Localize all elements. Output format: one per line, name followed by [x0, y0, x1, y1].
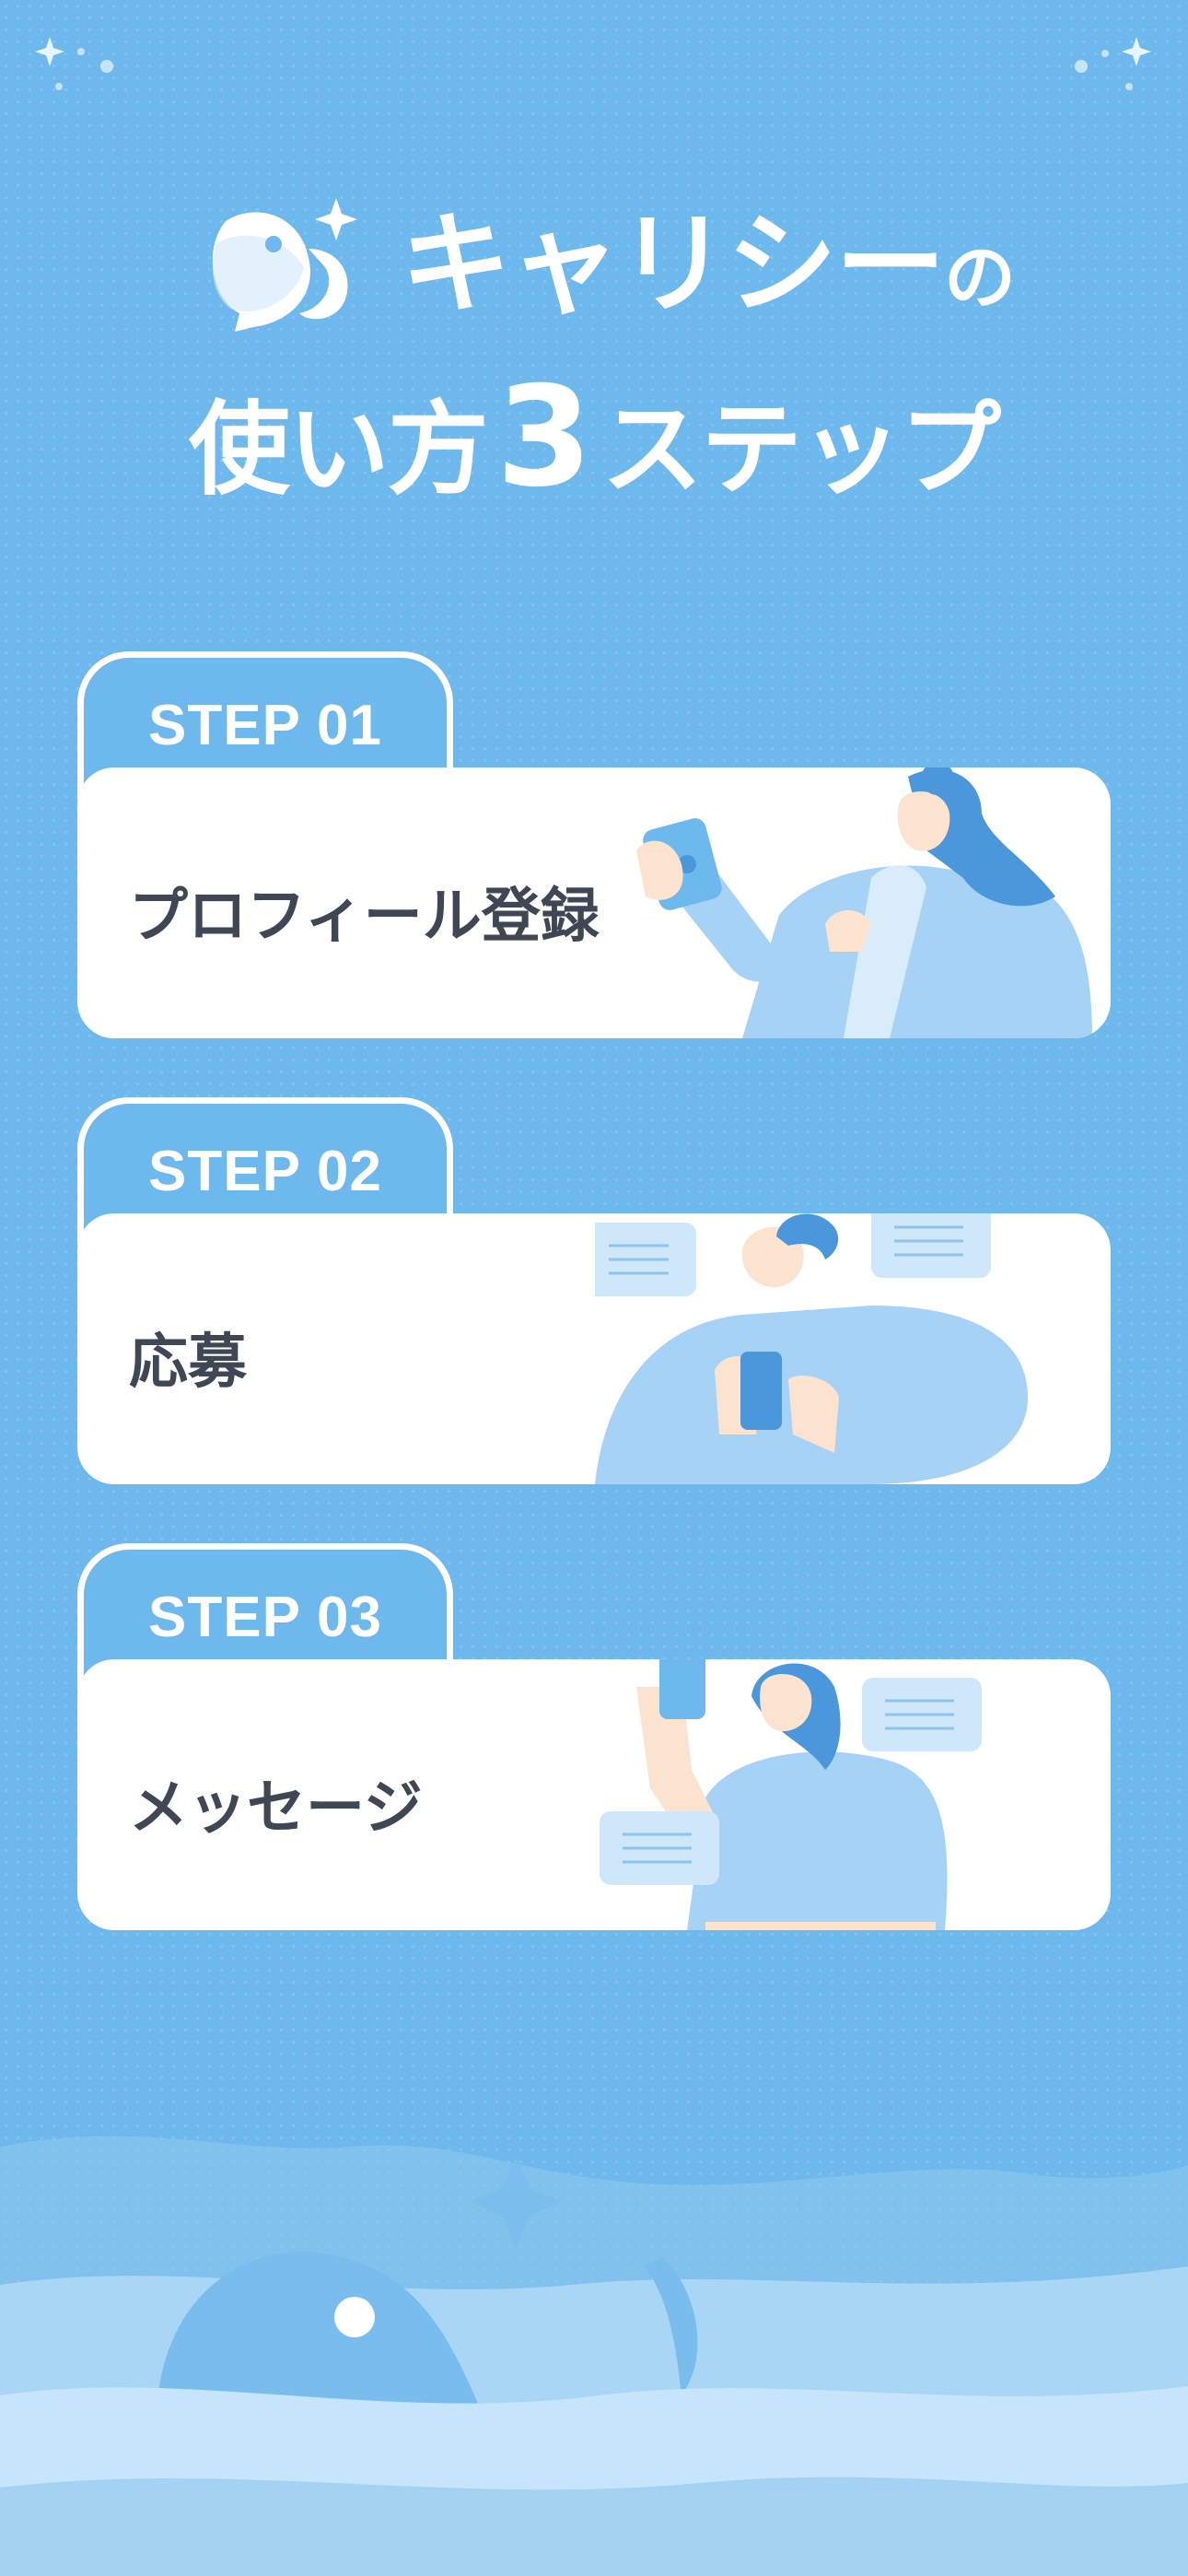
- woman-holding-phone-illustration: [636, 767, 1092, 1038]
- man-with-phone-and-chat-bubbles-illustration: [595, 1213, 1028, 1484]
- brand-name-text: キャリシー: [401, 201, 946, 329]
- step-card-02: STEP 02 応募: [77, 1097, 1111, 1484]
- step-card-body-01: プロフィール登録: [77, 767, 1111, 1038]
- step-label-02: STEP 02: [147, 1140, 382, 1203]
- ocean-waves-with-whale-illustration: [0, 2136, 1188, 2576]
- sparkle-icon-top-right: [1075, 37, 1151, 90]
- step-card-body-02: 応募: [77, 1213, 1111, 1484]
- step-label-01: STEP 01: [147, 694, 382, 757]
- step-title-03: メッセージ: [129, 1774, 423, 1843]
- title-number: 3: [495, 357, 593, 518]
- brand-suffix: の: [944, 237, 1017, 320]
- page-title: 使い方3ステップ: [0, 369, 1188, 507]
- brand-title-row: キャリシーの: [198, 184, 1027, 350]
- step-card-03: STEP 03 メッセージ: [77, 1543, 1111, 1930]
- step-card-01: STEP 01 プロフィール登録: [77, 651, 1111, 1038]
- step-card-body-03: メッセージ: [77, 1659, 1111, 1930]
- sparkle-icon-top-left: [35, 37, 113, 90]
- step-title-02: 応募: [129, 1329, 247, 1397]
- woman-messaging-illustration: [600, 1659, 982, 1930]
- title-suffix: ステップ: [601, 391, 1001, 509]
- step-title-01: プロフィール登録: [129, 883, 600, 951]
- title-prefix: 使い方: [188, 391, 489, 509]
- brand-name: キャリシーの: [401, 210, 1016, 321]
- step-label-03: STEP 03: [147, 1586, 382, 1649]
- whale-logo-icon: [212, 198, 357, 332]
